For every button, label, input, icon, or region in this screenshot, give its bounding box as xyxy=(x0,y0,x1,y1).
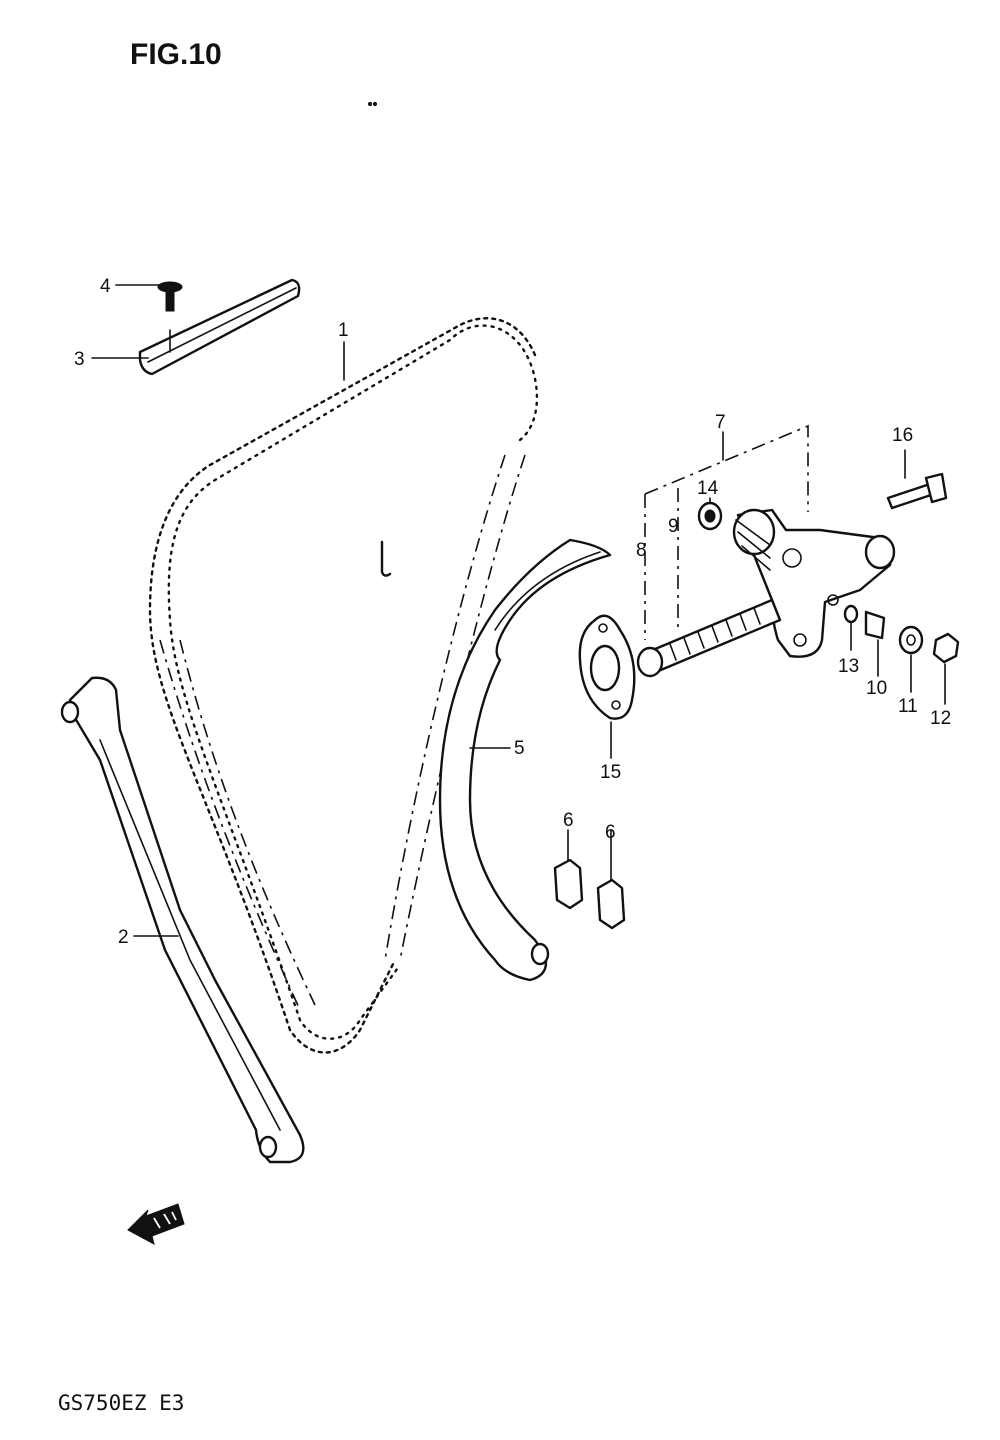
part-14-cap xyxy=(697,501,723,531)
callout-14: 14 xyxy=(697,478,719,499)
part-2-front-guide xyxy=(60,676,305,1164)
part-13-o-ring xyxy=(843,604,859,624)
part-6-pin xyxy=(596,878,626,930)
callout-11: 11 xyxy=(898,696,918,717)
callout-8: 8 xyxy=(636,540,647,561)
callout-7: 7 xyxy=(715,412,726,433)
callout-1: 1 xyxy=(338,320,349,341)
callout-3: 3 xyxy=(74,349,85,370)
callout-16: 16 xyxy=(892,425,913,446)
callout-5: 5 xyxy=(514,738,525,759)
part-6-pin xyxy=(553,858,584,910)
part-3-top-guide xyxy=(138,278,301,376)
callout-4: 4 xyxy=(100,276,111,297)
part-15-gasket xyxy=(578,614,636,720)
speck-mark xyxy=(372,101,378,107)
model-code: GS750EZ E3 xyxy=(58,1391,184,1415)
callout-12: 12 xyxy=(930,708,951,729)
part-8-push-rod xyxy=(636,598,782,678)
front-arrow-icon xyxy=(127,1203,185,1245)
speck-mark xyxy=(367,101,373,107)
part-4-screw xyxy=(157,281,183,312)
callout-10: 10 xyxy=(866,678,887,699)
figure-title: FIG.10 xyxy=(130,38,222,71)
part-11-washer xyxy=(898,625,924,655)
part-10-stopper-bolt xyxy=(864,610,886,640)
callout-13: 13 xyxy=(838,656,859,677)
callout-6b: 6 xyxy=(605,822,616,843)
callout-labels: 1 2 3 4 5 6 6 7 8 9 10 11 12 13 14 15 16 xyxy=(74,276,951,948)
part-16-mounting-bolt xyxy=(886,472,948,510)
callout-2: 2 xyxy=(118,927,129,948)
callout-9: 9 xyxy=(668,516,679,537)
callout-6a: 6 xyxy=(563,810,574,831)
part-5-rear-guide xyxy=(438,538,612,982)
callout-15: 15 xyxy=(600,762,621,783)
leader-lines xyxy=(91,284,946,937)
part-12-nut xyxy=(932,632,960,664)
hook-mark xyxy=(380,540,392,577)
